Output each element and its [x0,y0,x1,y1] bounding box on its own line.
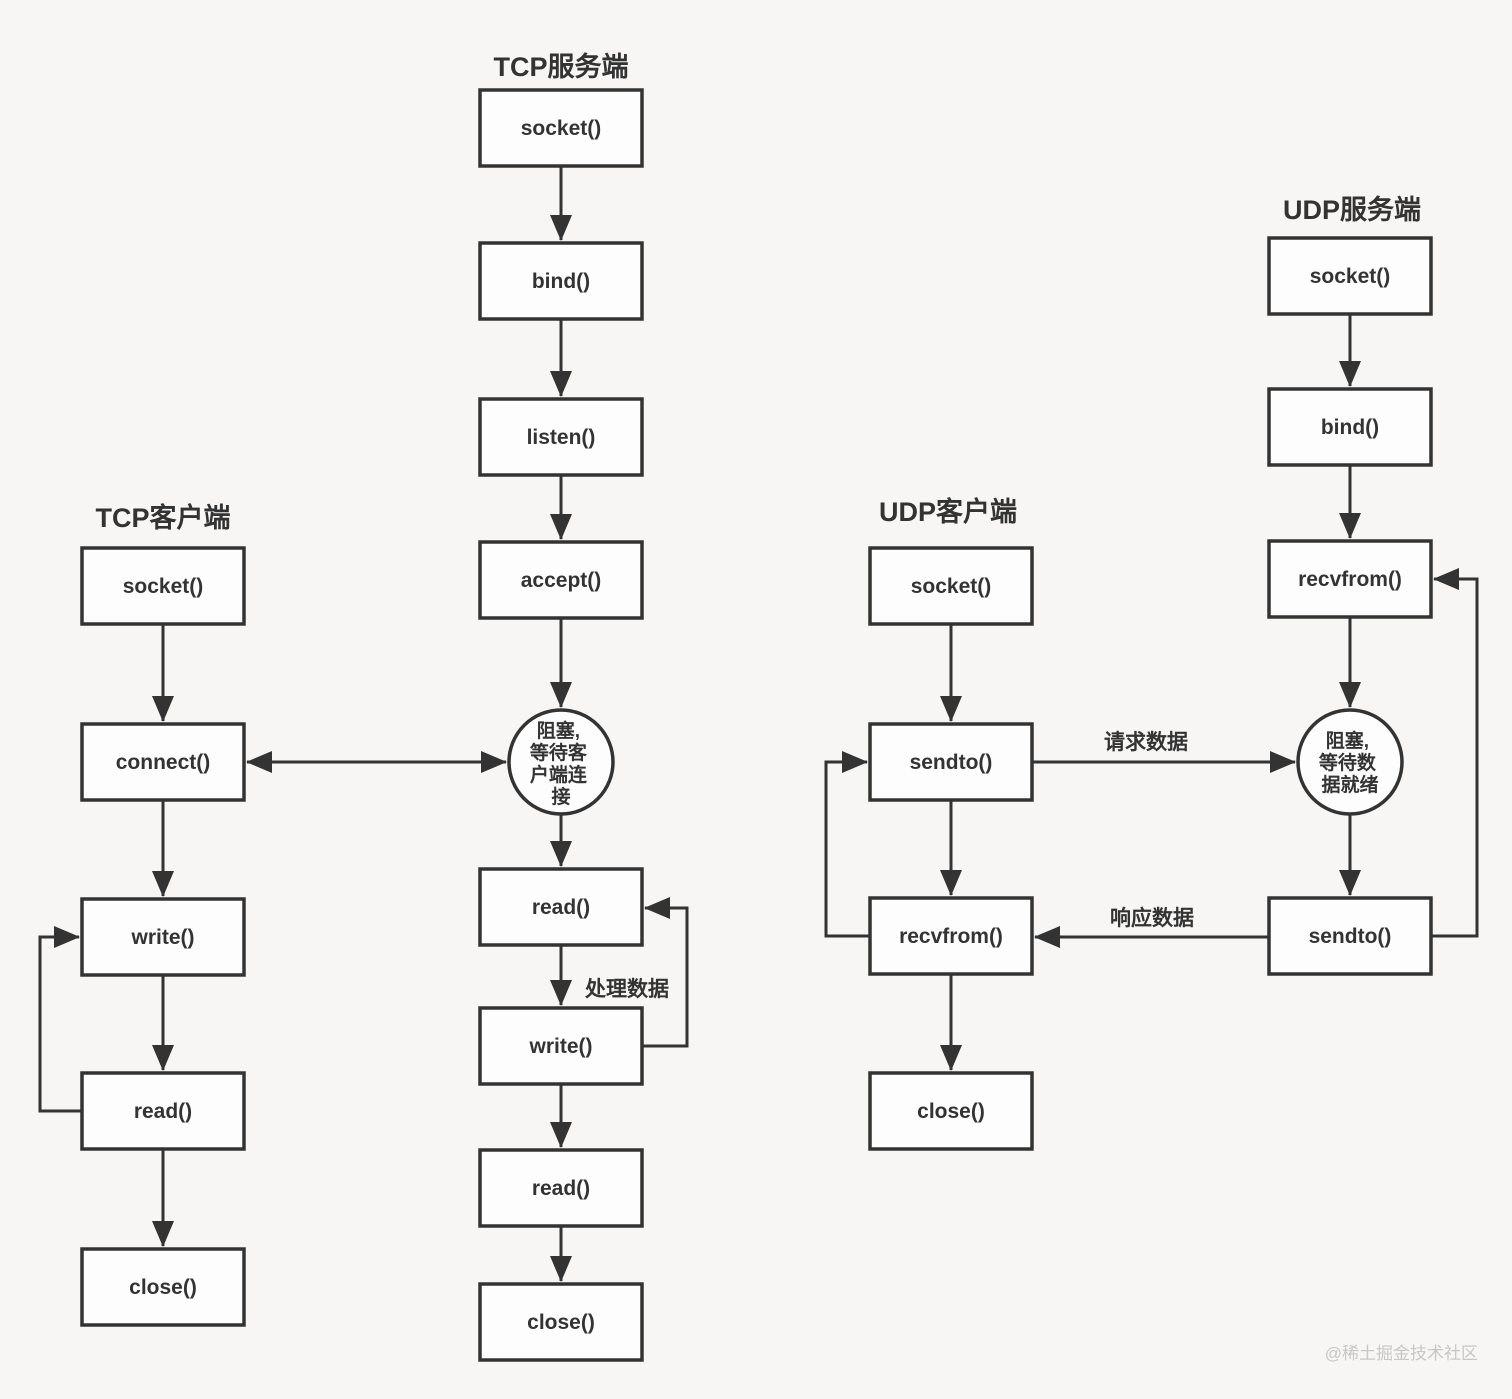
tcp-client-read-box [80,1071,246,1151]
tcp-server-read2-label: read() [532,1177,590,1200]
tcp-server-read-box [478,867,644,947]
udp-client-recvfrom-label: recvfrom() [899,925,1003,948]
udp-client-close-box [868,1071,1034,1151]
tcp-server-read2-box [478,1148,644,1228]
tcp-server-accept-box [478,540,644,620]
edge-udpc-recvfrom-sendto-loop [824,751,870,938]
udp-client-sendto-label: sendto() [910,751,993,774]
process-data-label: 处理数据 [584,978,669,1001]
udp-server-title: UDP服务端 [1283,195,1421,225]
tcp-client-flow: socket() connect() write() read() close(… [38,546,246,1327]
tcp-server-read-label: read() [532,896,590,919]
tcp-client-close-label: close() [129,1276,197,1299]
tcp-client-close-box [80,1247,246,1327]
udp-client-close-label: close() [917,1100,985,1123]
tcp-server-accept-label: accept() [521,569,602,592]
watermark: @稀土掘金技术社区 [1325,1344,1478,1363]
edge-tcps-write-read-loop [642,897,689,1048]
edge-udps-sendto-recvfrom-loop [1431,568,1479,938]
request-data-label: 请求数据 [1104,730,1188,754]
tcp-server-close-label: close() [527,1311,595,1334]
tcp-client-socket-label: socket() [123,575,204,598]
tcp-server-listen-label: listen() [527,426,596,449]
udp-client-flow: socket() sendto() recvfrom() close() [824,546,1034,1151]
udp-server-recvfrom-label: recvfrom() [1298,568,1402,591]
tcp-client-title: TCP客户端 [96,502,231,533]
tcp-server-block-text: 阻塞, 等待客 户端连 接 [529,719,592,808]
udp-server-flow: socket() bind() recvfrom() 阻塞, 等待数 据就绪 s… [1267,236,1479,976]
tcp-client-write-label: write() [131,926,195,949]
tcp-server-flow: socket() bind() listen() accept() 阻塞, 等待… [246,88,689,1362]
tcp-client-socket-box [80,546,246,626]
udp-client-title: UDP客户端 [879,496,1017,527]
tcp-server-bind-label: bind() [532,270,590,293]
tcp-client-connect-label: connect() [116,751,211,774]
tcp-server-socket-label: socket() [521,117,602,140]
udp-client-socket-box [868,546,1034,626]
udp-server-socket-box [1267,236,1433,316]
udp-server-block-text: 阻塞, 等待数 据就绪 [1318,729,1381,796]
tcp-server-listen-box [478,397,644,477]
udp-client-socket-label: socket() [911,575,992,598]
udp-server-sendto-label: sendto() [1309,925,1392,948]
tcp-server-bind-box [478,241,644,321]
tcp-client-read-label: read() [134,1100,192,1123]
udp-server-bind-box [1267,387,1433,467]
udp-cross-edges: 请求数据 响应数据 [1032,730,1296,948]
tcp-server-socket-box [478,88,644,168]
tcp-server-write-box [478,1006,644,1086]
tcp-server-title: TCP服务端 [494,52,629,82]
response-data-label: 响应数据 [1110,906,1194,930]
udp-server-socket-label: socket() [1310,265,1391,288]
edge-tcpc-read-write-loop [38,926,82,1113]
tcp-server-close-box [478,1282,644,1362]
tcp-server-write-label: write() [529,1035,593,1058]
udp-server-bind-label: bind() [1321,416,1379,439]
